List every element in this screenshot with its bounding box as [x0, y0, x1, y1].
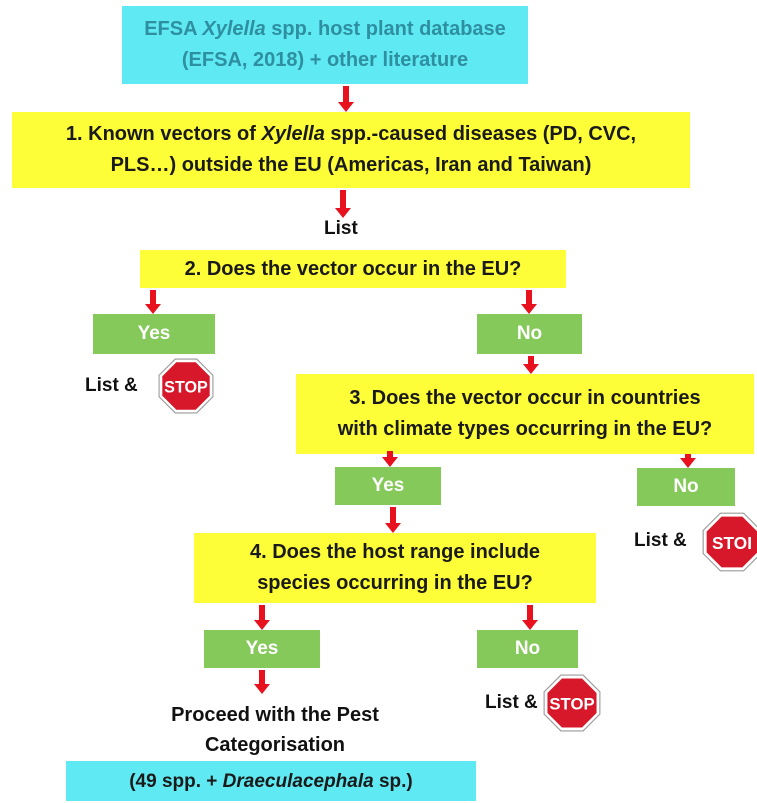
- list-stop-label-2: List &: [634, 530, 687, 551]
- step1-line1: 1. Known vectors of Xylella spp.-caused …: [65, 123, 637, 145]
- step1-line2: PLS…) outside the EU (Americas, Iran and…: [110, 154, 592, 176]
- step3-no-box: No: [637, 468, 735, 506]
- source-database-box: EFSA Xylella spp. host plant database (E…: [122, 6, 528, 84]
- proceed-line2: Categorisation: [204, 734, 346, 756]
- list-label: List: [324, 218, 358, 239]
- stop-sign-icon-2: STOI: [702, 512, 757, 572]
- step3-line1: 3. Does the vector occur in countries: [349, 387, 701, 409]
- proceed-text: Proceed with the Pest Categorisation: [130, 700, 420, 760]
- stop-sign-icon-3: STOP: [543, 674, 601, 732]
- step2-text: 2. Does the vector occur in the EU?: [184, 257, 522, 280]
- step4-line1: 4. Does the host range include: [249, 541, 541, 563]
- step4-yes-box: Yes: [204, 630, 320, 668]
- step2-yes-box: Yes: [93, 314, 215, 354]
- stop-sign-icon-1: STOP: [158, 358, 214, 414]
- step3-yes-box: Yes: [335, 467, 441, 505]
- step1-box: 1. Known vectors of Xylella spp.-caused …: [12, 112, 690, 188]
- source-database-line2: (EFSA, 2018) + other literature: [181, 49, 469, 71]
- result-text: (49 spp. + Draeculacephala sp.): [129, 770, 413, 792]
- step2-box: 2. Does the vector occur in the EU?: [140, 250, 566, 288]
- proceed-line1: Proceed with the Pest: [171, 704, 379, 726]
- source-database-line1: EFSA Xylella spp. host plant database: [144, 18, 506, 40]
- step2-no-box: No: [477, 314, 582, 354]
- stop-sign-text-1: STOP: [164, 378, 208, 396]
- step4-box: 4. Does the host range include species o…: [194, 533, 596, 603]
- result-box: (49 spp. + Draeculacephala sp.): [66, 761, 476, 801]
- step3-line2: with climate types occurring in the EU?: [337, 418, 713, 440]
- stop-sign-text-2: STOI: [712, 533, 752, 553]
- list-stop-label-3: List &: [485, 692, 538, 713]
- step3-box: 3. Does the vector occur in countries wi…: [296, 374, 754, 454]
- step4-no-box: No: [477, 630, 578, 668]
- step4-line2: species occurring in the EU?: [257, 572, 533, 594]
- stop-sign-text-3: STOP: [549, 695, 594, 714]
- list-stop-label-1: List &: [85, 375, 138, 396]
